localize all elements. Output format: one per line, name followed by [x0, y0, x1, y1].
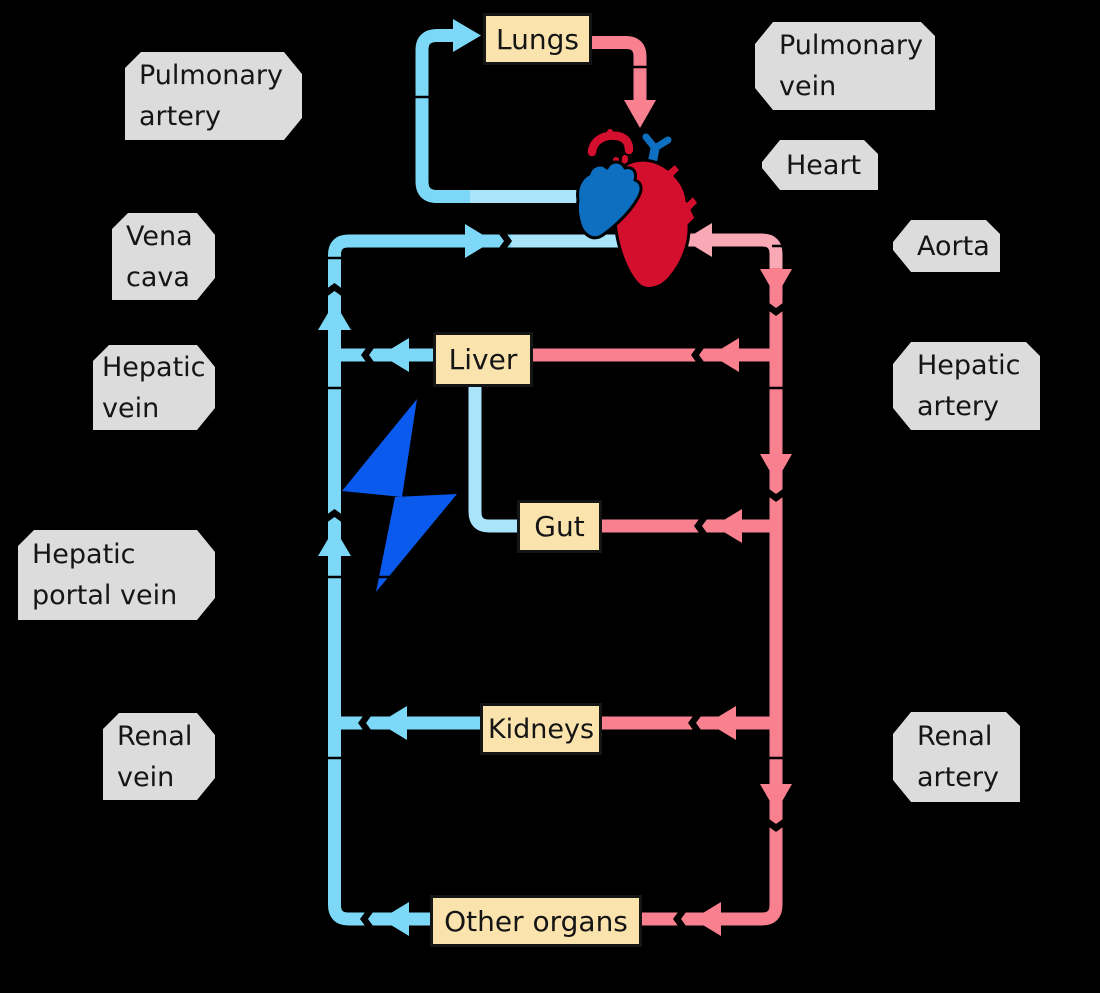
organ-box-kidneys: Kidneys [480, 703, 602, 755]
label-text-pulmonary-artery: Pulmonary artery [139, 60, 283, 132]
label-text-hepatic-portal-vein: Hepatic portal vein [32, 539, 178, 611]
label-text-renal-artery: Renal artery [917, 721, 999, 793]
organ-box-other-organs: Other organs [430, 895, 642, 947]
hepatic-vein-line [341, 338, 435, 372]
label-tag-pulmonary-vein: Pulmonary vein [755, 22, 935, 110]
lightning-bolt-icon [342, 399, 457, 592]
label-text-aorta: Aorta [917, 230, 990, 262]
other-organs-artery-line [640, 902, 752, 936]
organ-label-other-organs: Other organs [444, 904, 628, 938]
label-text-hepatic-vein: Hepatic vein [102, 351, 206, 424]
renal-vein-line [341, 706, 482, 740]
label-text-hepatic-artery: Hepatic artery [917, 350, 1021, 422]
hepatic-portal-vein-line [468, 385, 519, 533]
label-text-renal-vein: Renal vein [117, 720, 193, 793]
organ-label-kidneys: Kidneys [487, 713, 595, 745]
gut-artery-line [600, 509, 770, 543]
label-tag-hepatic-artery: Hepatic artery [893, 342, 1040, 430]
label-tag-hepatic-portal-vein: Hepatic portal vein [18, 530, 215, 620]
label-tag-renal-artery: Renal artery [893, 712, 1020, 802]
organ-label-gut: Gut [534, 510, 585, 543]
label-text-heart: Heart [786, 149, 862, 181]
label-connectors [209, 65, 898, 760]
label-tag-pulmonary-artery: Pulmonary artery [125, 52, 302, 140]
heart-icon [575, 126, 701, 290]
aorta-line [684, 223, 792, 926]
label-tag-renal-vein: Renal vein [103, 713, 215, 800]
label-text-pulmonary-vein: Pulmonary vein [779, 30, 923, 102]
label-tag-aorta: Aorta [893, 220, 1000, 272]
label-text-vena-cava: Vena cava [126, 220, 193, 293]
organ-label-liver: Liver [448, 343, 518, 376]
label-tag-hepatic-vein: Hepatic vein [93, 345, 215, 430]
renal-artery-line [600, 706, 770, 740]
organ-box-gut: Gut [517, 500, 602, 553]
hepatic-artery-line [531, 338, 770, 372]
other-organs-vein-line [360, 902, 435, 936]
pulmonary-vein-line [592, 36, 656, 128]
organ-box-lungs: Lungs [483, 13, 592, 65]
organ-box-liver: Liver [433, 332, 533, 387]
label-tag-vena-cava: Vena cava [112, 213, 215, 300]
vena-cava-line [318, 224, 622, 926]
label-tag-heart: Heart [762, 140, 878, 190]
organ-label-lungs: Lungs [496, 22, 579, 56]
